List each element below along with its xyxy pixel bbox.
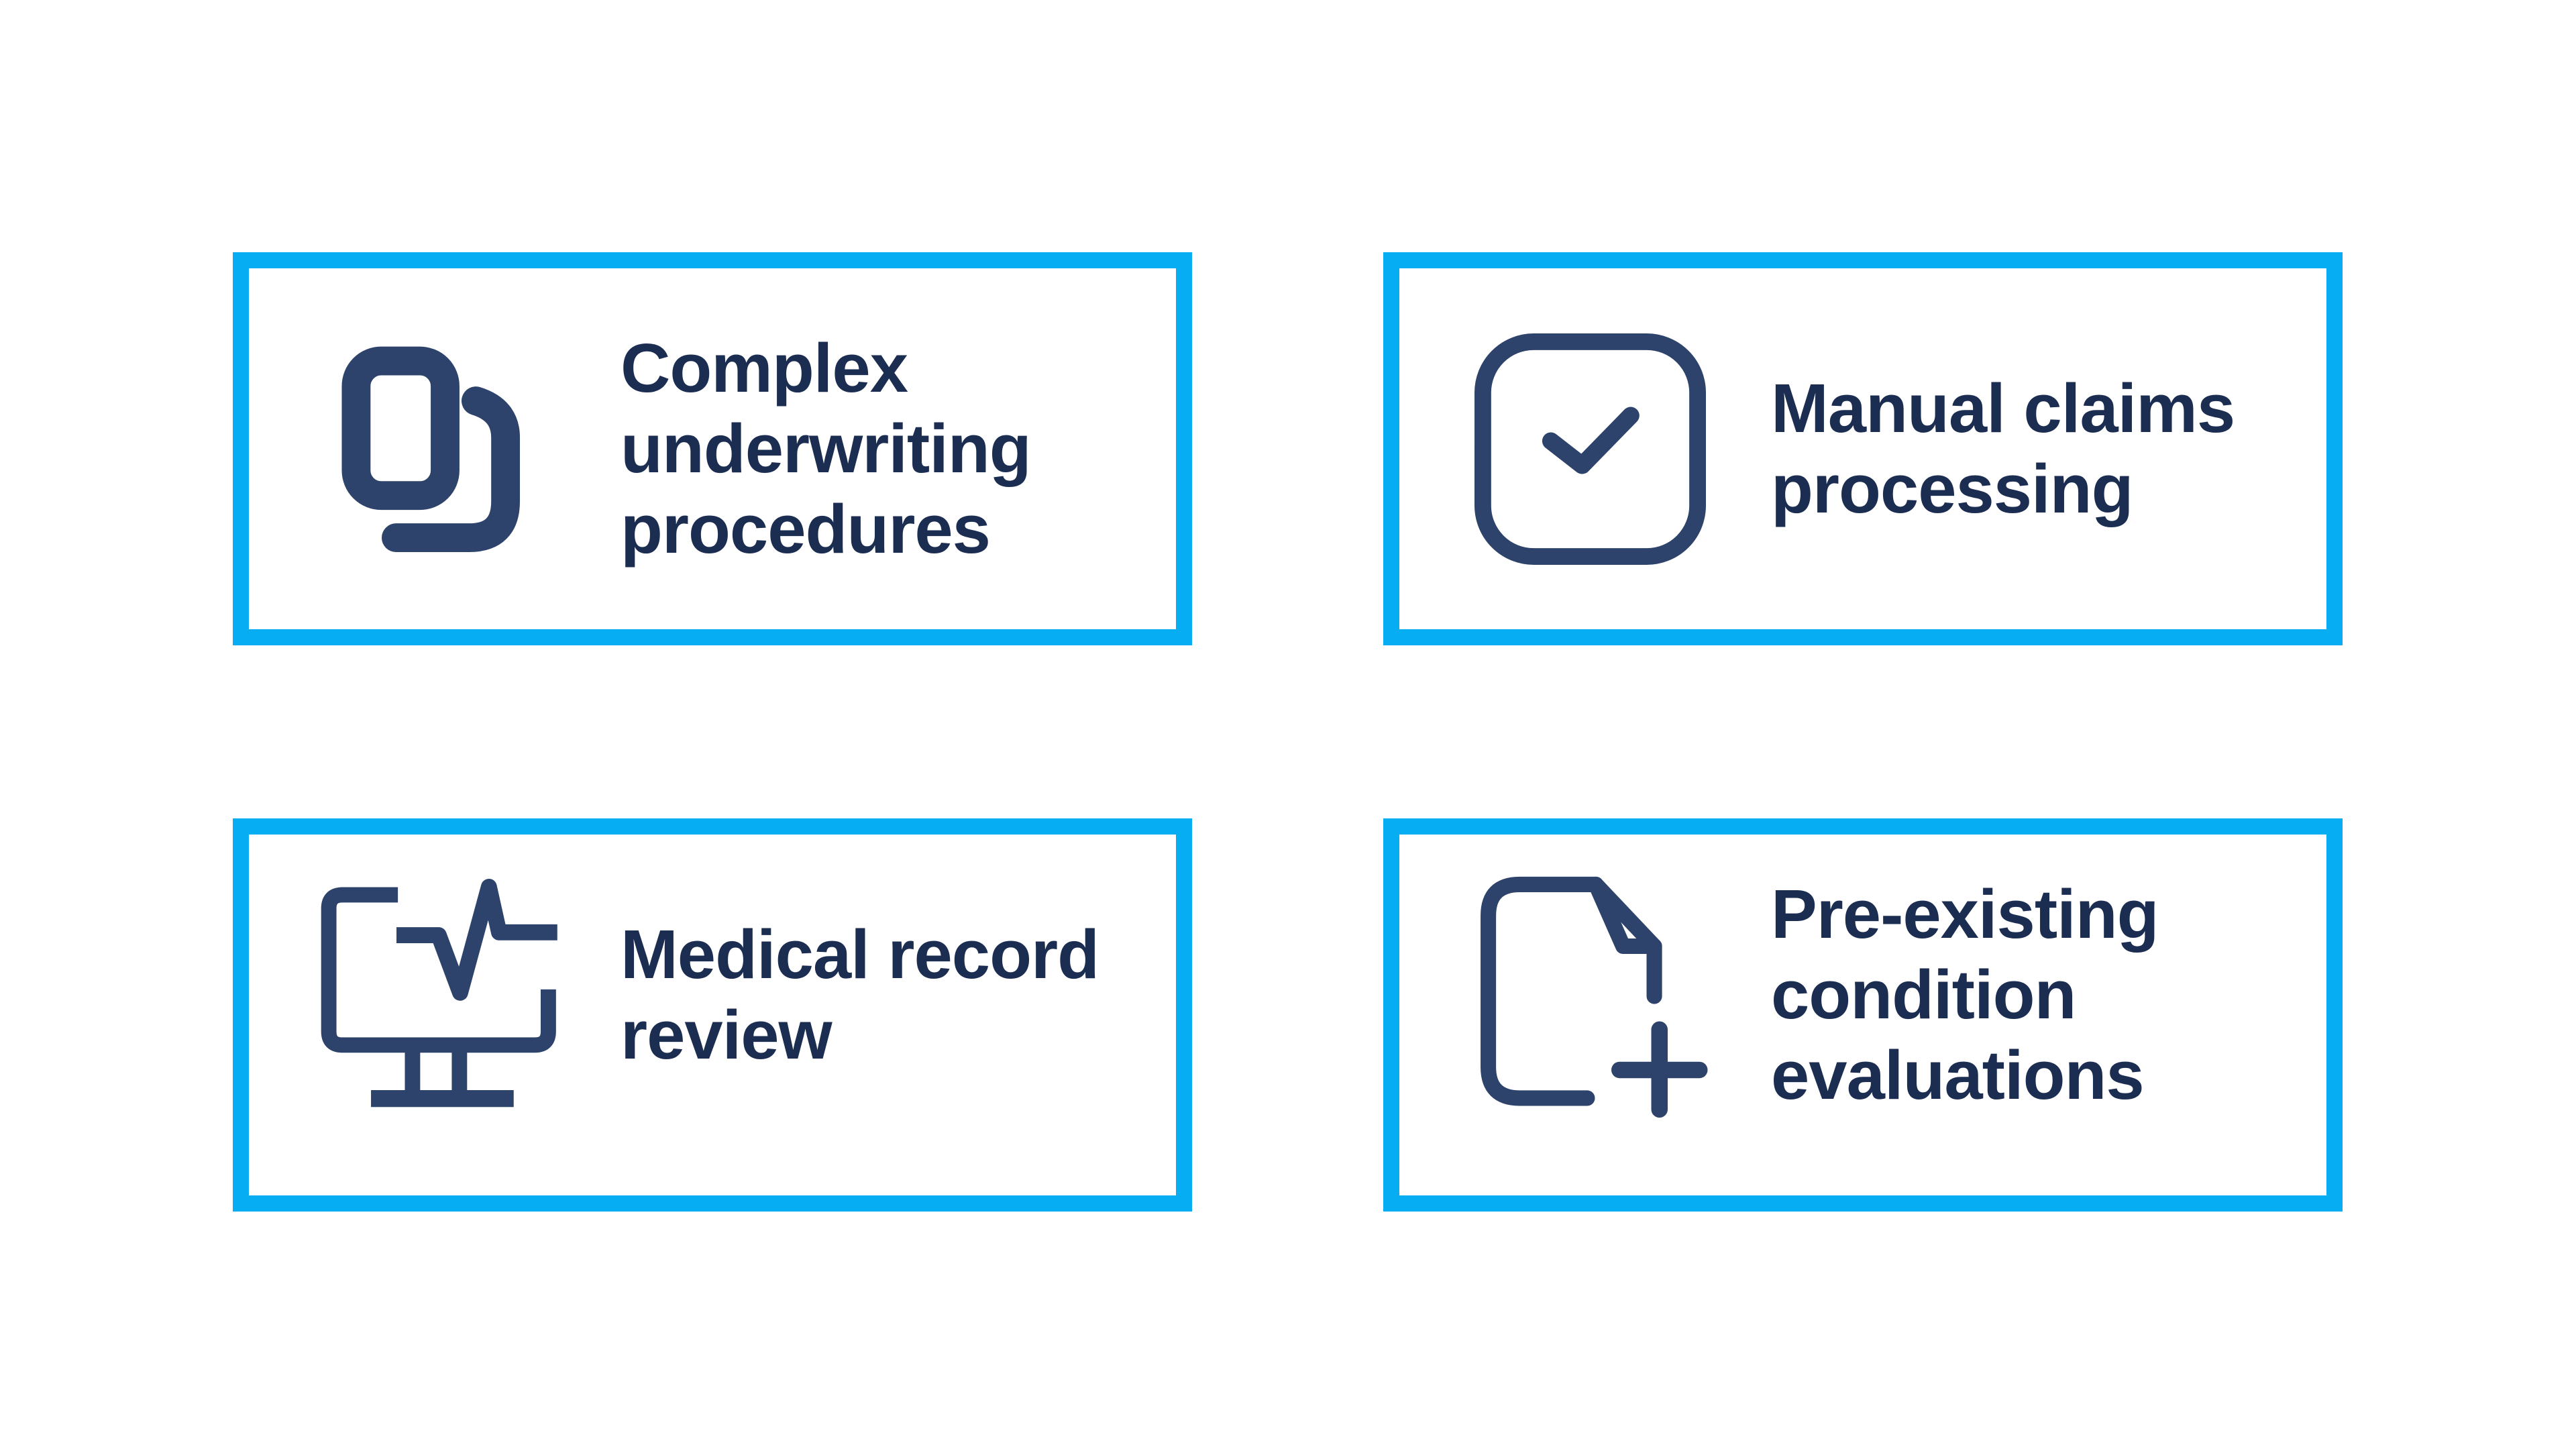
file-plus-icon-svg <box>1480 876 1707 1118</box>
copy-icon <box>278 301 600 596</box>
file-plus-icon <box>1429 845 1751 1140</box>
card-manual-claims-processing: Manual claims processing <box>1383 252 2343 645</box>
copy-icon-svg <box>341 346 521 553</box>
check-square-icon <box>1429 301 1751 596</box>
card-complex-underwriting-procedures: Complex underwriting procedures <box>233 252 1192 645</box>
monitor-pulse-icon <box>278 845 600 1140</box>
card-label: Medical record review <box>621 916 1099 1073</box>
card-label: Manual claims processing <box>1771 370 2235 527</box>
card-pre-existing-condition-evaluations: Pre-existing condition evaluations <box>1383 818 2343 1212</box>
card-medical-record-review: Medical record review <box>233 818 1192 1212</box>
check-square-icon-svg <box>1474 333 1706 565</box>
monitor-pulse-icon-svg <box>321 878 557 1107</box>
card-label: Complex underwriting procedures <box>621 329 1032 568</box>
card-label: Pre-existing condition evaluations <box>1771 875 2159 1114</box>
